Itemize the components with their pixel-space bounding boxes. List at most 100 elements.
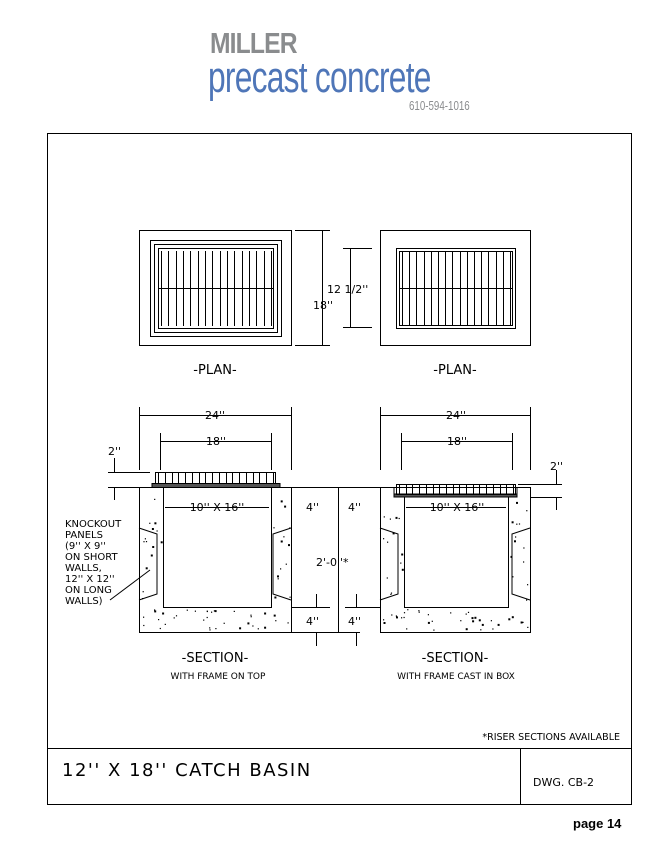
knockout-note-line: ON LONG: [65, 585, 112, 596]
plan-left-label: -PLAN-: [193, 363, 237, 378]
concrete-speck: [288, 544, 290, 547]
knockout-note-line: WALLS,: [65, 563, 102, 574]
concrete-speck: [523, 561, 525, 563]
concrete-hatch: [273, 500, 291, 599]
concrete-speck: [275, 620, 277, 622]
concrete-speck: [497, 623, 500, 626]
concrete-speck: [474, 616, 477, 619]
concrete-speck: [508, 618, 511, 621]
concrete-speck: [144, 538, 146, 540]
sheet-border: [47, 133, 632, 805]
concrete-speck: [490, 620, 492, 622]
concrete-speck: [511, 521, 514, 524]
logo-precast-concrete: precast concrete: [208, 53, 431, 102]
concrete-speck: [403, 616, 405, 619]
concrete-speck: [514, 540, 516, 543]
drawing-title: 12'' X 18'' CATCH BASIN: [62, 760, 312, 781]
concrete-speck: [518, 523, 521, 525]
concrete-speck: [471, 617, 474, 620]
knockout-note-line: PANELS: [65, 530, 103, 541]
concrete-speck: [460, 620, 462, 622]
concrete-speck: [173, 617, 175, 619]
concrete-speck: [215, 628, 217, 630]
concrete-speck: [154, 609, 156, 611]
concrete-speck: [401, 553, 404, 556]
dim-12-5-plan: 12 1/2'': [327, 283, 368, 296]
concrete-speck: [143, 624, 145, 627]
concrete-speck: [398, 517, 400, 520]
section-right-opening: 10'' X 16'': [430, 501, 485, 514]
section-right-dim-2: 2'': [550, 460, 563, 473]
knockout-note-line: WALLS): [65, 596, 103, 607]
concrete-speck: [418, 610, 420, 612]
concrete-speck: [492, 628, 494, 630]
concrete-hatch: [142, 498, 163, 600]
concrete-speck: [149, 522, 151, 524]
concrete-speck: [175, 615, 178, 617]
concrete-speck: [287, 622, 289, 624]
section-right-title: -SECTION-: [422, 651, 489, 666]
concrete-speck: [383, 516, 385, 518]
concrete-speck: [213, 610, 215, 612]
section-right-base-4: 4'': [348, 615, 361, 628]
concrete-speck: [206, 610, 208, 612]
concrete-speck: [164, 623, 166, 625]
concrete-speck: [520, 621, 523, 624]
concrete-speck: [223, 622, 225, 624]
concrete-hatch: [383, 609, 529, 631]
concrete-speck: [467, 611, 470, 613]
concrete-speck: [250, 614, 252, 616]
concrete-speck: [289, 527, 291, 529]
concrete-speck: [392, 532, 395, 535]
logo-phone: 610-594-1016: [409, 98, 470, 113]
concrete-speck: [401, 568, 404, 571]
knockout-note-line: ON SHORT: [65, 552, 118, 563]
concrete-speck: [418, 611, 420, 613]
concrete-speck: [526, 510, 528, 512]
concrete-speck: [527, 626, 529, 628]
concrete-speck: [289, 596, 291, 598]
section-left: [108, 407, 360, 646]
concrete-speck: [406, 628, 408, 630]
concrete-speck: [274, 596, 277, 599]
concrete-speck: [400, 562, 402, 564]
section-right: [340, 407, 562, 646]
grate-bars: [158, 473, 274, 483]
knockout-note-line: 12'' X 12'': [65, 574, 115, 585]
concrete-speck: [383, 619, 385, 621]
concrete-speck: [283, 536, 285, 538]
section-left-dim-24: 24'': [205, 409, 225, 422]
concrete-speck: [465, 613, 467, 615]
concrete-speck: [156, 530, 158, 532]
concrete-speck: [154, 522, 157, 525]
concrete-speck: [383, 622, 386, 624]
concrete-speck: [160, 541, 163, 544]
concrete-speck: [280, 568, 282, 570]
concrete-speck: [527, 584, 529, 586]
concrete-speck: [158, 619, 160, 621]
concrete-speck: [512, 576, 514, 578]
concrete-speck: [211, 611, 213, 613]
concrete-speck: [480, 629, 482, 631]
knockout-note-line: (9'' X 9'': [65, 541, 106, 552]
concrete-speck: [209, 629, 211, 631]
concrete-speck: [433, 629, 435, 631]
concrete-hatch: [143, 609, 289, 631]
concrete-speck: [387, 541, 389, 543]
concrete-speck: [431, 620, 433, 622]
plan-right-label: -PLAN-: [433, 363, 477, 378]
concrete-speck: [209, 627, 211, 629]
concrete-speck: [264, 626, 267, 629]
concrete-speck: [152, 546, 155, 548]
concrete-speck: [427, 621, 430, 624]
concrete-speck: [285, 563, 287, 565]
concrete-speck: [206, 616, 208, 619]
knockout-note-line: KNOCKOUT: [65, 519, 122, 530]
section-left-base-4: 4'': [306, 615, 319, 628]
concrete-speck: [465, 628, 468, 631]
concrete-speck: [401, 617, 403, 619]
concrete-speck: [516, 501, 518, 504]
concrete-speck: [390, 593, 392, 595]
concrete-speck: [515, 536, 517, 538]
